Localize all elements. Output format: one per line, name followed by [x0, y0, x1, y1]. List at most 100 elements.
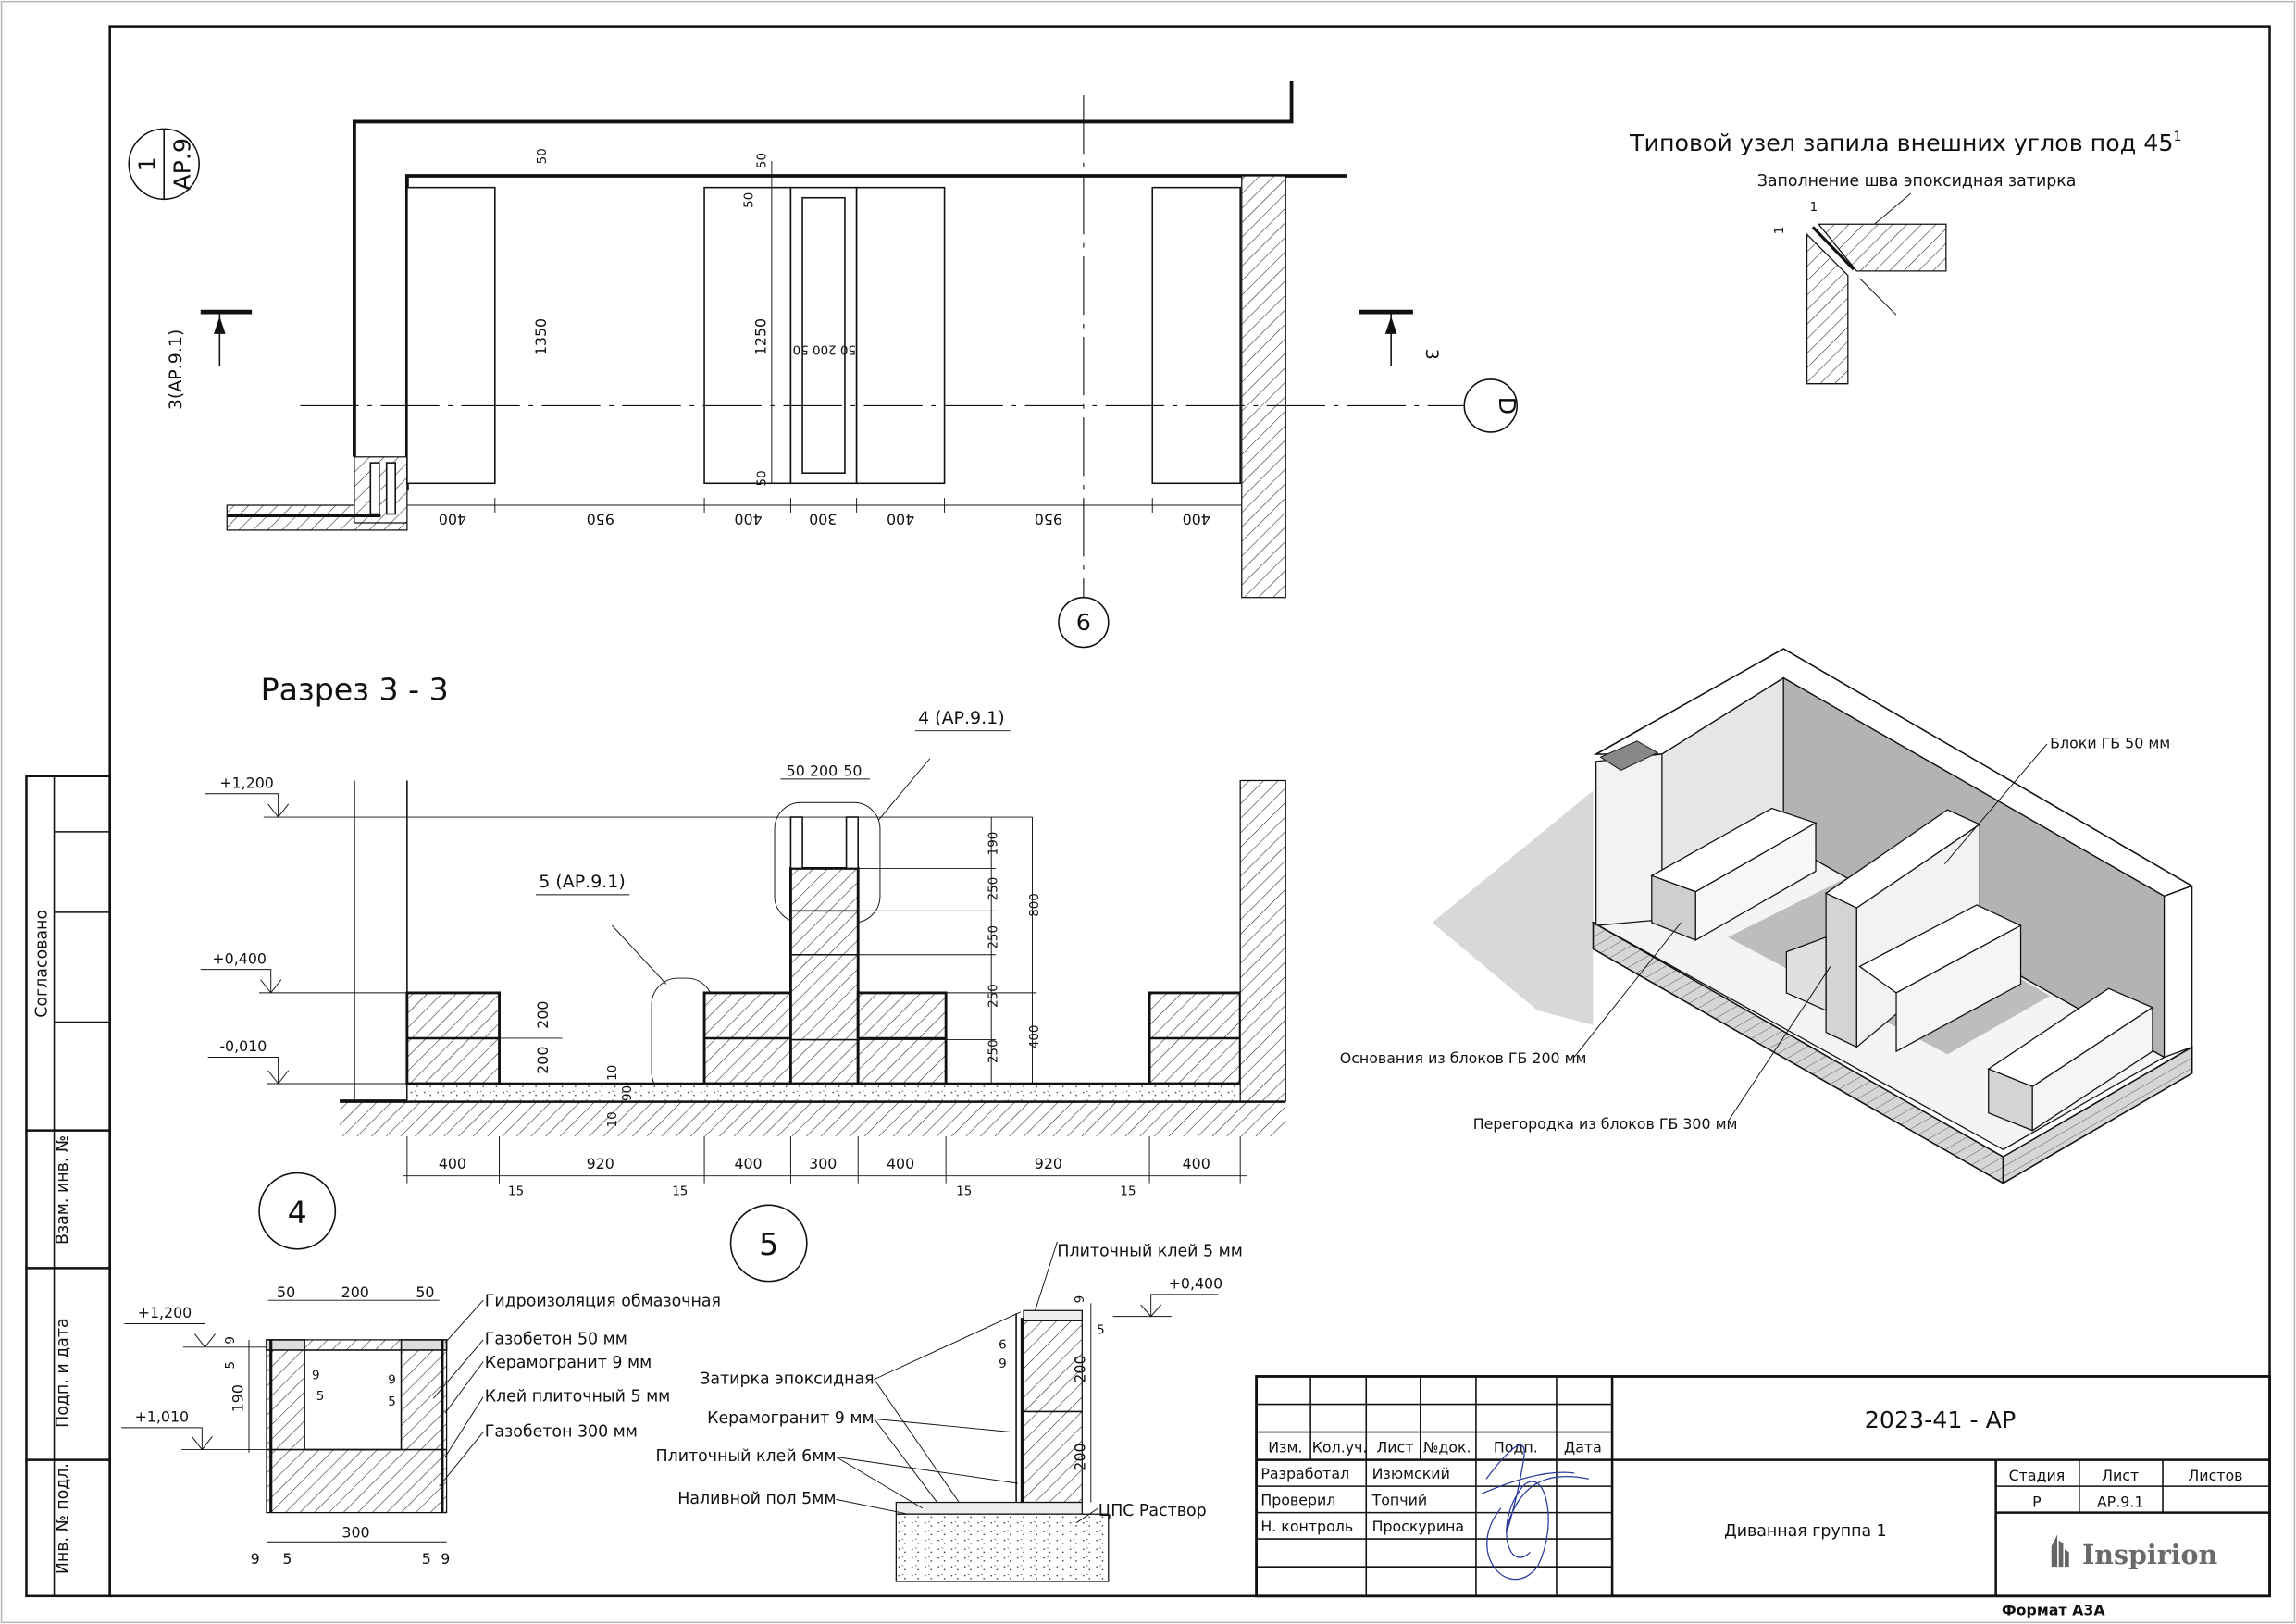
section-gap: 15	[672, 1184, 688, 1198]
plan-dim: 50 200 50	[793, 342, 856, 356]
section-dim: 920	[1035, 1155, 1062, 1172]
corner-detail-label: Заполнение шва эпоксидная затирка	[1757, 172, 2077, 191]
stamp-orig-inv: Инв. № подл.	[54, 1463, 72, 1574]
detail-dim: 6	[999, 1338, 1007, 1352]
section-dim: 200	[534, 1001, 552, 1029]
partition-section	[789, 866, 860, 1085]
plan-dim: 50	[756, 470, 770, 486]
section-marker-left: 3(АР.9.1)	[166, 329, 186, 410]
section-dim: 250	[987, 877, 1001, 901]
detail-dim: 190	[230, 1384, 247, 1412]
side-stamp: Согласовано Взам. инв. № Подп. и дата Ин…	[25, 775, 111, 1598]
detail-dim: 9	[388, 1373, 396, 1387]
detail-dim: 300	[341, 1524, 369, 1542]
section-3-3: Разрез 3 - 3 4 (АР.9.1) 5 (АР.9.1) +1,20…	[200, 671, 1286, 1198]
sheet-label: Лист	[2102, 1467, 2139, 1484]
axis-label-9: 9	[1076, 608, 1091, 635]
section-dim: 50	[843, 762, 862, 780]
plan-dim: 1250	[752, 318, 770, 355]
level-mark: +1,200	[219, 774, 274, 791]
isometric-view: Блоки ГБ 50 мм Основания из блоков ГБ 20…	[1340, 648, 2194, 1184]
layer-label: Газобетон 50 мм	[485, 1331, 627, 1349]
section-dim: 250	[987, 984, 1001, 1008]
section-dim: 400	[734, 1155, 762, 1172]
plan-dim: 400	[439, 511, 466, 528]
section-dim: 800	[1028, 893, 1042, 917]
detail-dim: 200	[341, 1283, 369, 1301]
detail-4-number: 4	[288, 1194, 307, 1230]
axis-bubble-d	[1463, 378, 1519, 433]
stage-value: Р	[2032, 1493, 2042, 1510]
plan-dim: 950	[1035, 511, 1062, 528]
detail-dim: 9	[1074, 1295, 1087, 1304]
stage-label: Стадия	[2009, 1467, 2066, 1484]
corner-detail-title: Типовой узел запила внешних углов под 45…	[1629, 130, 2181, 156]
corner-dim: 1	[1773, 227, 1787, 235]
detail-dim: 9	[999, 1357, 1007, 1371]
detail-dim: 9	[224, 1336, 238, 1345]
section-dim: 90	[621, 1085, 635, 1101]
level-mark: +0,400	[1169, 1275, 1223, 1293]
tb-header: Кол.уч.	[1312, 1439, 1368, 1457]
tb-header: Подп.	[1494, 1439, 1538, 1457]
bench-base	[406, 186, 496, 485]
section-dim: 400	[1183, 1155, 1210, 1172]
detail-dim: 5	[316, 1390, 325, 1404]
signature	[1482, 1444, 1589, 1581]
plan-dim: 950	[587, 511, 614, 528]
detail-dim: 200	[1071, 1443, 1088, 1470]
layer-label: Керамогранит 9 мм	[485, 1354, 652, 1372]
wall-section	[1239, 779, 1286, 1102]
detail-dim: 5	[282, 1550, 292, 1568]
iso-label-partition300: Перегородка из блоков ГБ 300 мм	[1473, 1115, 1738, 1133]
detail-4: 4 50 200 50 +1,200 +1,010 9 5 190 9 5 9 …	[121, 1172, 721, 1568]
tb-role: Проверил	[1260, 1492, 1335, 1509]
tb-name: Топчий	[1371, 1492, 1428, 1509]
plan-dim: 400	[1183, 511, 1210, 528]
detail-dim: 50	[416, 1283, 434, 1301]
wall-hatched	[1241, 175, 1286, 599]
layer-label: Плиточный клей 5 мм	[1057, 1243, 1242, 1261]
plan-dim: 50	[536, 148, 550, 164]
axis-label-d: D	[1494, 397, 1520, 415]
layer-label: Гидроизоляция обмазочная	[485, 1293, 721, 1311]
detail-dim: 50	[277, 1283, 295, 1301]
plan-dim: 50	[756, 153, 770, 168]
section-gap: 15	[1120, 1184, 1136, 1198]
section-marker-right: 3	[1421, 349, 1442, 360]
layer-label: Затирка эпоксидная	[700, 1370, 874, 1388]
tb-header: Лист	[1376, 1439, 1413, 1457]
section-dim: 250	[987, 925, 1001, 949]
section-dim: 190	[987, 832, 1001, 856]
section-dim: 400	[439, 1155, 466, 1172]
detail-dim: 200	[1071, 1355, 1088, 1382]
section-dim: 10	[606, 1111, 620, 1127]
detail-dim: 5	[1097, 1324, 1105, 1338]
bench-base	[1151, 186, 1241, 485]
plan-dim: 1350	[532, 318, 550, 355]
plan-dim: 400	[887, 511, 914, 528]
callout-5: 5 (АР.9.1)	[539, 872, 626, 892]
section-dim: 10	[606, 1065, 620, 1081]
detail-dim: 5	[388, 1395, 396, 1409]
detail-dim: 5	[422, 1550, 431, 1568]
iso-label-blocks50: Блоки ГБ 50 мм	[2050, 735, 2170, 752]
layer-label: Наливной пол 5мм	[677, 1490, 836, 1508]
plan-view: 1 АР.9 D 9 3(АР.9.1) 3	[128, 81, 1520, 649]
title-block: Изм. Кол.уч. Лист №док. Подп. Дата Разра…	[1255, 1375, 2271, 1618]
tb-name: Изюмский	[1372, 1465, 1450, 1482]
detail-dim: 5	[224, 1361, 238, 1370]
level-mark: +0,400	[212, 949, 267, 967]
section-dim: 400	[1028, 1025, 1042, 1049]
company-logo-icon	[2051, 1534, 2069, 1568]
document-code: 2023-41 - АР	[1865, 1407, 2016, 1433]
section-gap: 15	[508, 1184, 524, 1198]
detail-dim: 9	[441, 1550, 450, 1568]
layer-label: Клей плиточный 5 мм	[485, 1387, 671, 1406]
tb-name: Проскурина	[1372, 1518, 1465, 1535]
section-gap: 15	[956, 1184, 972, 1198]
bench-base	[703, 186, 792, 485]
tb-role: Н. контроль	[1260, 1518, 1353, 1535]
level-mark: +1,200	[138, 1304, 192, 1321]
